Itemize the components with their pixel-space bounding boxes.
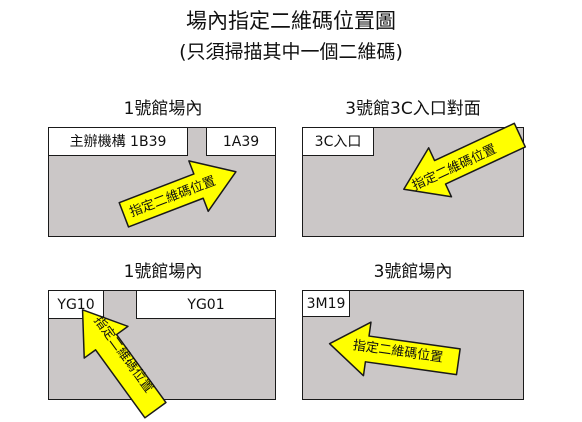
- booth-label-1a39: 1A39: [206, 127, 276, 156]
- section-heading-hall3-3c: 3號館3C入口對面: [345, 99, 481, 119]
- section-heading-hall1-bottom: 1號館場內: [123, 262, 203, 282]
- entrance-label-3c: 3C入口: [302, 127, 374, 156]
- arrow-shape-icon: [403, 122, 527, 198]
- arrow-shape-icon: [328, 321, 461, 377]
- arrow-shape-icon: [81, 309, 167, 419]
- page-title: 場內指定二維碼位置圖: [186, 9, 396, 33]
- booth-label-1b39: 主辦機構 1B39: [48, 127, 188, 156]
- section-heading-hall1-top: 1號館場內: [123, 99, 203, 119]
- page-subtitle: (只須掃描其中一個二維碼): [179, 41, 403, 63]
- booth-label-yg01: YG01: [136, 290, 276, 319]
- section-heading-hall3-inside: 3號館場內: [373, 262, 453, 282]
- arrow-shape-icon: [118, 160, 237, 228]
- booth-label-3m19: 3M19: [302, 290, 350, 317]
